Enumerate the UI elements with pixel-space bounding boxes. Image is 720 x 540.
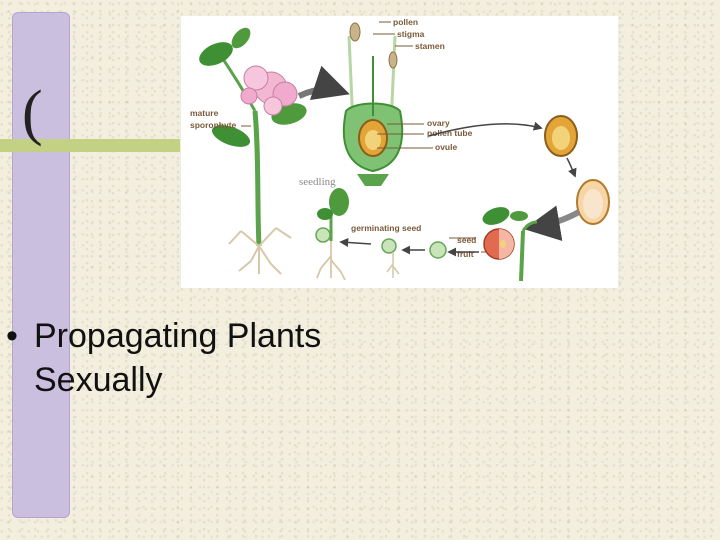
arrow-to-embryo xyxy=(566,157,577,178)
seedling-illustration xyxy=(315,188,349,281)
label-seedling: seedling xyxy=(299,176,336,188)
flower-cross-section xyxy=(342,22,404,186)
label-ovary: ovary xyxy=(427,118,450,128)
label-fruit: fruit xyxy=(457,249,474,259)
loose-seed xyxy=(429,241,447,259)
label-stamen: stamen xyxy=(415,41,445,51)
ovule-illustration xyxy=(544,115,578,157)
arrow-to-seedling xyxy=(339,237,372,247)
label-stigma: stigma xyxy=(397,29,425,39)
label-leader-lines xyxy=(241,21,506,253)
label-pollen: pollen xyxy=(393,17,418,27)
arrow-to-fruit xyxy=(523,205,581,242)
label-ovule: ovule xyxy=(435,142,457,152)
label-mature: mature xyxy=(190,108,219,118)
mature-plant-illustration xyxy=(199,27,307,275)
bullet-marker: • xyxy=(6,317,18,355)
bullet-line-2: Sexually xyxy=(34,361,163,399)
label-germinating-seed: germinating seed xyxy=(351,223,421,233)
purple-side-bar xyxy=(12,12,70,518)
plant-life-cycle-diagram: pollen stigma stamen mature sporophyte o… xyxy=(181,16,618,288)
label-seed: seed xyxy=(457,235,476,245)
decorative-paren: ( xyxy=(22,79,43,147)
germinating-seed-illustration xyxy=(381,238,400,278)
life-cycle-svg: pollen stigma stamen mature sporophyte o… xyxy=(190,17,610,282)
bullet-line-1: Propagating Plants xyxy=(34,317,322,355)
fruit-plant-illustration xyxy=(482,207,538,282)
embryo-seed-illustration xyxy=(576,179,610,225)
arrow-to-ovule xyxy=(428,121,543,137)
green-accent-bar xyxy=(0,139,180,152)
label-pollen-tube: pollen tube xyxy=(427,128,473,138)
arrow-to-flower-section xyxy=(297,65,350,100)
bullet-text: Propagating Plants Sexually xyxy=(34,314,434,402)
label-sporophyte: sporophyte xyxy=(190,120,237,130)
